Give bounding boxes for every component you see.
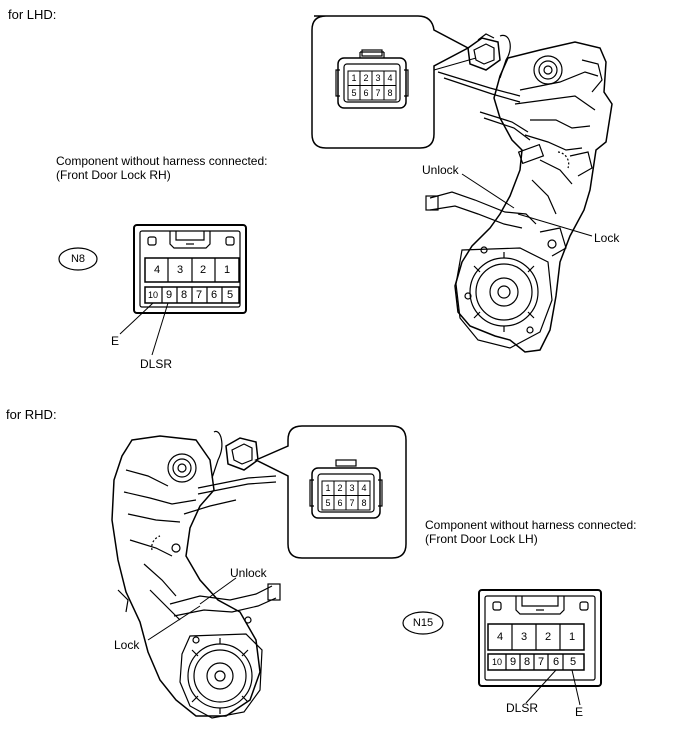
rhd-inset-pin: 3 — [349, 483, 354, 493]
lhd-pin: 5 — [227, 289, 233, 301]
rhd-lock-label: Lock — [114, 638, 140, 652]
lhd-heading: for LHD: — [8, 7, 57, 22]
rhd-component-note: Component without harness connected: — [425, 518, 637, 532]
rhd-heading: for RHD: — [6, 407, 57, 422]
rhd-connector-code: N15 — [413, 617, 433, 629]
lhd-pin: 10 — [148, 290, 158, 300]
lhd-pin: 9 — [166, 289, 172, 301]
rhd-pin: 10 — [492, 657, 502, 667]
rhd-inset-pin: 4 — [361, 483, 366, 493]
lhd-inset-pin: 1 — [351, 73, 356, 83]
rhd-connector-inset — [254, 425, 407, 559]
rhd-pin: 8 — [524, 656, 530, 668]
lhd-inset-pin: 6 — [363, 88, 368, 98]
rhd-pin: 9 — [510, 656, 516, 668]
lhd-inset-pin: 3 — [375, 73, 380, 83]
rhd-unlock-label: Unlock — [230, 566, 267, 580]
rhd-dlsr-label: DLSR — [506, 701, 539, 715]
rhd-e-label: E — [575, 705, 584, 719]
lhd-pin: 2 — [200, 264, 206, 276]
lhd-connector-code: N8 — [71, 253, 85, 265]
lhd-door-lock-actuator — [425, 33, 613, 353]
lhd-lock-label: Lock — [594, 231, 620, 245]
rhd-inset-pin: 1 — [325, 483, 330, 493]
rhd-pin: 6 — [553, 656, 559, 668]
lhd-inset-pin: 7 — [375, 88, 380, 98]
lhd-component-name: (Front Door Lock RH) — [56, 168, 171, 182]
lhd-pin: 8 — [181, 289, 187, 301]
rhd-inset-pin: 7 — [349, 498, 354, 508]
lhd-connector-n8 — [58, 224, 247, 356]
rhd-connector-n15 — [402, 589, 602, 706]
rhd-pin: 4 — [497, 631, 503, 643]
rhd-pin: 7 — [538, 656, 544, 668]
lhd-dlsr-label: DLSR — [140, 357, 173, 371]
lhd-connector-inset — [311, 15, 477, 149]
rhd-pin: 5 — [570, 656, 576, 668]
rhd-actuator-connector — [225, 437, 259, 471]
rhd-inset-pin: 8 — [361, 498, 366, 508]
rhd-pin: 2 — [545, 631, 551, 643]
lhd-component-note: Component without harness connected: — [56, 154, 268, 168]
lhd-pin: 4 — [154, 264, 160, 276]
lhd-e-label: E — [111, 334, 120, 348]
lhd-pin: 6 — [211, 289, 217, 301]
lhd-inset-pin: 8 — [387, 88, 392, 98]
lhd-pin: 1 — [224, 264, 230, 276]
lhd-actuator-connector — [467, 33, 501, 71]
rhd-pin: 3 — [521, 631, 527, 643]
lhd-inset-pin: 5 — [351, 88, 356, 98]
lhd-inset-pin: 2 — [363, 73, 368, 83]
rhd-pin: 1 — [569, 631, 575, 643]
lhd-pin: 3 — [177, 264, 183, 276]
rhd-inset-pin: 5 — [325, 498, 330, 508]
rhd-inset-pin: 6 — [337, 498, 342, 508]
lhd-unlock-label: Unlock — [422, 163, 459, 177]
lhd-pin: 7 — [196, 289, 202, 301]
rhd-component-name: (Front Door Lock LH) — [425, 532, 538, 546]
lhd-inset-pin: 4 — [387, 73, 392, 83]
rhd-door-lock-actuator — [111, 430, 281, 719]
rhd-inset-pin: 2 — [337, 483, 342, 493]
